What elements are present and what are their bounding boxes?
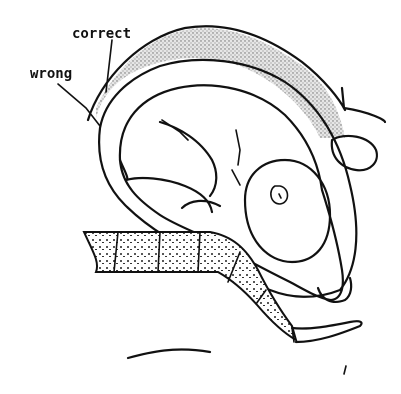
label-correct: correct [72,26,131,42]
limb-upper [160,122,216,196]
bottom-curve [128,350,210,358]
embryo-head [245,160,330,262]
outer-wall-right [342,88,385,122]
right-lobe [332,136,377,170]
fiber-2 [236,130,240,165]
stippled-membrane-layer [96,28,345,138]
eye-pupil [279,194,281,198]
label-wrong: wrong [30,66,72,82]
tail [292,321,362,342]
limb-fold [126,178,212,212]
limb-lower [182,201,220,208]
fiber-1 [162,120,188,140]
fiber-3 [232,170,240,185]
small-tick [344,366,346,374]
